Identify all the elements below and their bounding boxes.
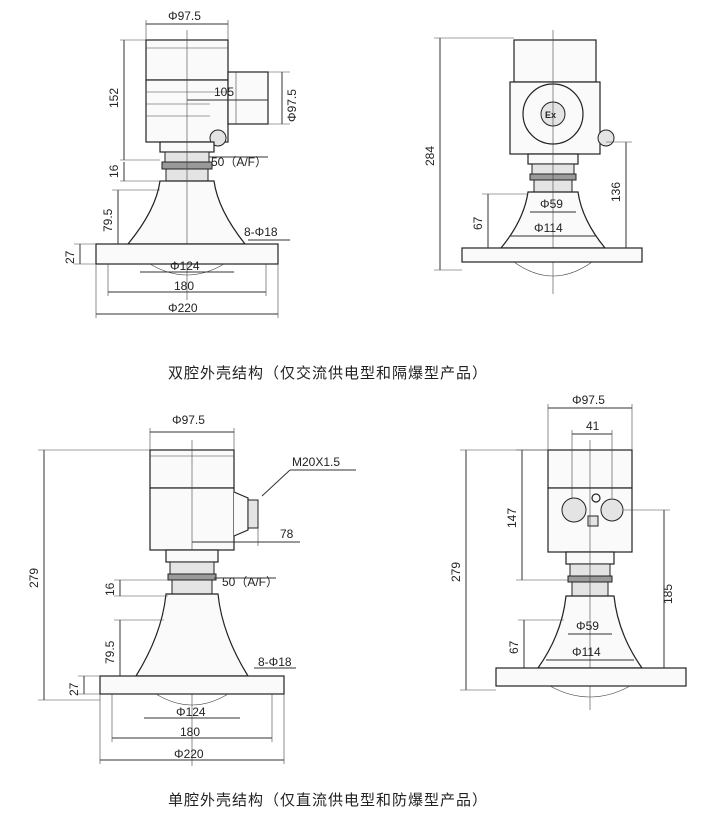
dim-tl-phi18: 8-Φ18 [244, 225, 278, 239]
dim-tr-136: 136 [609, 182, 623, 202]
caption-dual-cavity: 双腔外壳结构（仅交流供电型和隔爆型产品） [168, 364, 488, 382]
dim-bl-16: 16 [103, 582, 117, 596]
dim-bl-27: 27 [67, 682, 81, 696]
cable-gland [600, 498, 624, 522]
dim-tl-180: 180 [174, 279, 194, 293]
dim-br-147: 147 [505, 508, 519, 528]
cable-gland [597, 129, 615, 147]
view-dual-cavity-side: Ex 284 136 67 Φ59 Φ114 [423, 30, 643, 294]
dim-tl-27: 27 [63, 250, 77, 264]
cable-entry [233, 491, 249, 537]
dim-bl-af50: 50（A/F） [222, 575, 278, 589]
dim-bl-180: 180 [180, 725, 200, 739]
view-single-cavity-side: Φ97.5 41 147 279 185 67 Φ59 Φ114 [449, 393, 687, 710]
flange [99, 675, 285, 695]
dim-bl-279: 279 [27, 568, 41, 588]
dim-tl-16: 16 [107, 164, 121, 178]
dim-tr-284: 284 [423, 146, 437, 166]
dim-bl-phi975: Φ97.5 [172, 413, 205, 427]
housing-cap [513, 39, 597, 83]
dim-tl-152: 152 [107, 88, 121, 108]
dim-tl-105: 105 [214, 85, 234, 99]
dim-bl-m20: M20X1.5 [292, 455, 340, 469]
dim-bl-phi220: Φ220 [174, 747, 204, 761]
dim-bl-phi124: Φ124 [176, 705, 206, 719]
dim-bl-78: 78 [280, 527, 294, 541]
dim-br-67: 67 [507, 640, 521, 654]
dim-br-phi59: Φ59 [576, 619, 599, 633]
caption-single-cavity: 单腔外壳结构（仅直流供电型和防爆型产品） [168, 791, 488, 809]
dim-tl-phi975: Φ97.5 [168, 9, 201, 23]
dim-bl-phi18: 8-Φ18 [258, 655, 292, 669]
dim-tr-phi114: Φ114 [534, 221, 563, 235]
ex-mark: Ex [545, 110, 556, 120]
dim-tl-795: 79.5 [101, 208, 115, 232]
cable-gland [247, 499, 259, 529]
horn-antenna [126, 180, 247, 245]
flange [95, 243, 279, 265]
dim-br-185: 185 [661, 584, 675, 604]
dim-tl-phi124: Φ124 [170, 259, 200, 273]
view-dual-cavity-front: Φ97.5 152 105 Φ97.5 50（A/F） 16 79.5 27 8… [63, 9, 299, 318]
dim-tl-af50: 50（A/F） [211, 155, 267, 169]
dim-tr-phi59: Φ59 [540, 197, 563, 211]
dim-tr-67: 67 [471, 216, 485, 230]
dim-bl-795: 79.5 [103, 640, 117, 664]
terminal-chamber [227, 71, 269, 125]
flange [495, 667, 687, 687]
dim-tl-phi975b: Φ97.5 [285, 89, 299, 122]
dim-tl-phi220: Φ220 [168, 301, 198, 315]
hex-nut [169, 561, 215, 575]
dim-br-phi114: Φ114 [572, 645, 601, 659]
dim-br-phi975: Φ97.5 [572, 393, 605, 407]
flange [461, 247, 643, 263]
dim-br-279: 279 [449, 562, 463, 582]
dim-br-41: 41 [586, 419, 600, 433]
display-knob [561, 497, 587, 523]
view-single-cavity-front: Φ97.5 M20X1.5 78 279 50（A/F） 16 79.5 27 … [27, 413, 356, 766]
horn-antenna [134, 593, 250, 677]
